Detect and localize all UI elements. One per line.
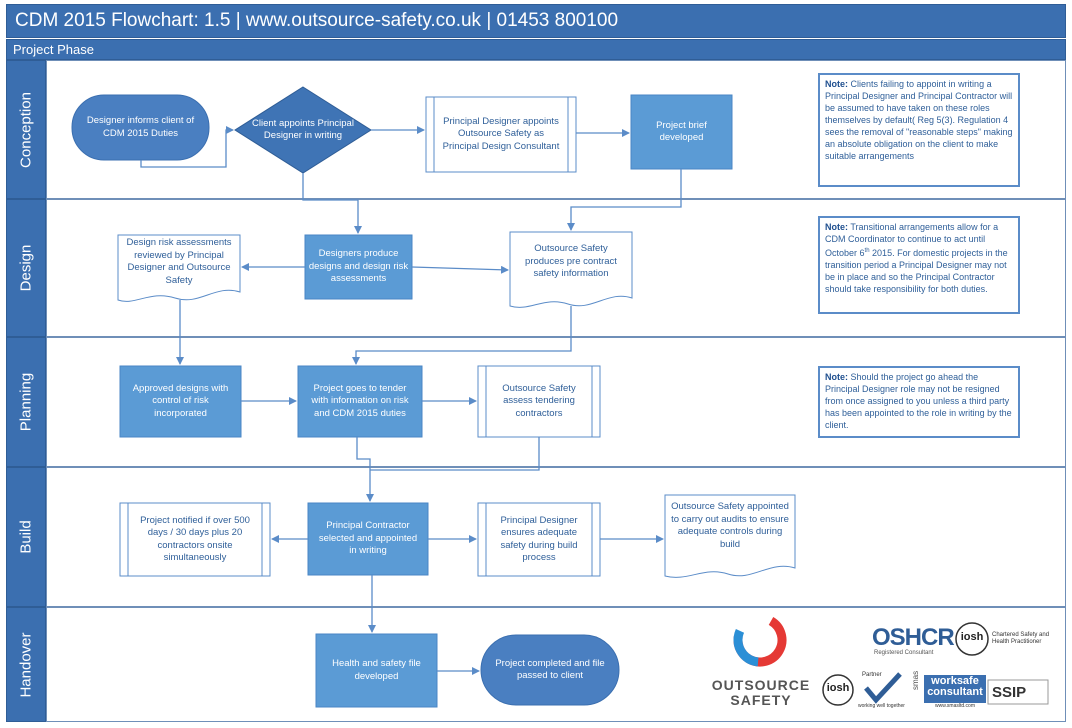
process-pd-ensures — [477, 502, 601, 577]
node-pd-appoints-os: Principal Designer appoints Outsource Sa… — [442, 115, 560, 152]
phase-header: Project Phase — [13, 42, 94, 57]
worksafe-logo-box — [924, 675, 986, 703]
lane-label-design: Design — [6, 199, 46, 337]
document-design-risk — [117, 234, 241, 302]
note-planning: Note: Should the project go ahead the Pr… — [818, 366, 1020, 438]
iosh-chartered-text: Chartered Safety and Health Practitioner — [992, 632, 1050, 645]
node-pd-ensures: Principal Designer ensures adequate safe… — [500, 514, 578, 564]
node-os-assess: Outsource Safety assess tendering contra… — [502, 382, 576, 419]
connector-5 — [567, 169, 682, 231]
node-tender: Project goes to tender with information … — [311, 382, 409, 419]
terminator-completed — [480, 634, 620, 706]
lane-label-handover: Handover — [6, 607, 46, 722]
iosh-logo-top — [955, 622, 989, 656]
node-os-audits: Outsource Safety appointed to carry out … — [671, 501, 789, 550]
connector-12 — [356, 437, 374, 502]
connector-4 — [302, 173, 362, 234]
ssip-logo-box — [987, 679, 1049, 705]
ssip-logo: SSIP — [992, 684, 1027, 701]
node-notified: Project notified if over 500 days / 30 d… — [140, 514, 250, 564]
connector-13 — [370, 437, 540, 471]
node-completed: Project completed and file passed to cli… — [495, 657, 605, 682]
oshcr-sub: Registered Consultant — [874, 650, 934, 656]
node-client-appoints: Client appoints Principal Designer in wr… — [252, 117, 354, 142]
node-os-pre-contract: Outsource Safety produces pre contract s… — [525, 243, 617, 280]
lane-label-planning: Planning — [6, 337, 46, 467]
partner-label: Partner — [862, 672, 882, 678]
iosh-logo-bottom — [822, 674, 854, 706]
node-project-brief: Project brief developed — [656, 119, 707, 144]
node-hs-file: Health and safety file developed — [332, 658, 421, 682]
smas-url: www.smasltd.com — [934, 703, 975, 709]
title-bar: CDM 2015 Flowchart: 1.5 | www.outsource-… — [6, 4, 1066, 38]
phase-header-bar: Project Phase — [6, 39, 1066, 60]
process-notified — [119, 502, 271, 577]
process-designers-produce — [304, 234, 413, 300]
outsource-safety-logo-text: OUTSOURCE SAFETY — [711, 677, 811, 708]
connector-9 — [352, 306, 572, 365]
process-pd-appoints-os — [425, 96, 577, 173]
connector-7 — [411, 265, 509, 274]
working-well-text: working well together — [858, 703, 905, 709]
smas-text: smas — [911, 670, 920, 690]
outsource-safety-logo-mark — [733, 613, 787, 667]
process-hs-file — [315, 633, 438, 708]
working-well-check-icon — [864, 672, 902, 704]
connectors — [140, 126, 682, 675]
oshcr-logo: OSHCR — [872, 624, 955, 651]
node-designer-informs: Designer informs client of CDM 2015 Duti… — [86, 115, 195, 139]
lane-label-build: Build — [6, 467, 46, 607]
node-designers-produce: Designers produce designs and design ris… — [308, 248, 409, 285]
connector-1 — [140, 126, 234, 168]
iosh-text-top: iosh — [960, 631, 984, 643]
process-pc-selected — [307, 502, 429, 576]
worksafe-text: worksafe consultant — [927, 675, 983, 698]
iosh-text-bottom: iosh — [826, 682, 850, 694]
note-conception: Note: Clients failing to appoint in writ… — [818, 73, 1020, 187]
lane-label-conception: Conception — [6, 60, 46, 199]
node-approved-designs: Approved designs with control of risk in… — [132, 382, 229, 419]
document-os-audits — [664, 494, 796, 578]
process-tender — [297, 365, 423, 438]
document-os-pre-contract — [509, 231, 633, 308]
page-title: CDM 2015 Flowchart: 1.5 | www.outsource-… — [15, 10, 619, 31]
node-pc-selected: Principal Contractor selected and appoin… — [318, 520, 418, 557]
process-os-assess — [477, 365, 601, 438]
node-design-risk: Design risk assessments reviewed by Prin… — [126, 237, 232, 286]
note-design: Note: Transitional arrangements allow fo… — [818, 216, 1020, 314]
